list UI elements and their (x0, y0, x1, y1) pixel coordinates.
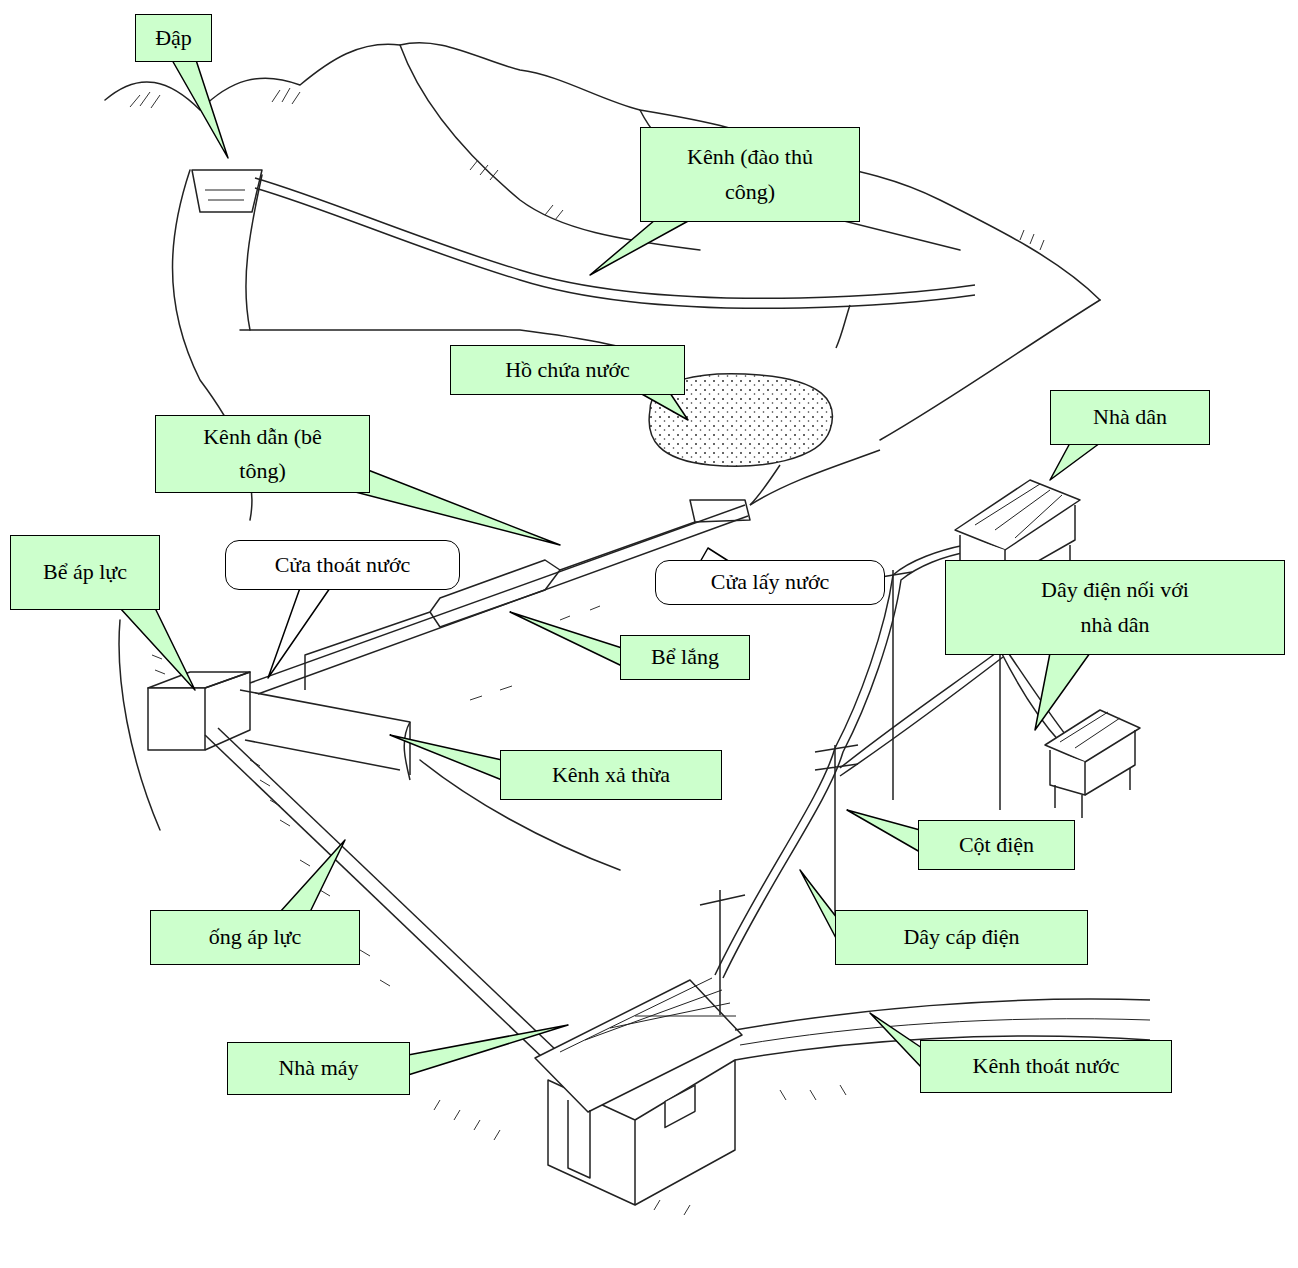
callout-label: Dây cáp điện (903, 920, 1019, 954)
terrain-part (105, 43, 1100, 300)
callout-label: Cột điện (959, 828, 1034, 862)
callout-pointers-part (590, 220, 690, 275)
callout-label: ống áp lực (209, 920, 302, 954)
callout-box: Đập (135, 14, 212, 62)
callout-box: Nhà dân (1050, 390, 1210, 445)
powerhouse-part (735, 999, 1150, 1030)
callout-box: Kênh dẫn (bê tông) (155, 415, 370, 493)
callout-pointers-part (268, 588, 330, 678)
callout-pointers-part (1035, 653, 1090, 730)
callout-pointers-part (340, 470, 560, 545)
village-houses-part (1085, 730, 1135, 795)
dam-and-canal-part (255, 188, 975, 308)
hatching-part (130, 88, 300, 108)
headworks-part (205, 735, 545, 1060)
callout-label: Dây điện nối với nhà dân (1030, 573, 1200, 641)
dam-and-canal-part (750, 465, 780, 505)
village-houses-part (975, 484, 1062, 538)
callout-box: Nhà máy (227, 1042, 410, 1095)
powerhouse-part (535, 980, 742, 1112)
callout-box: Dây cáp điện (835, 910, 1088, 965)
hatching-part (470, 160, 563, 220)
callout-label: Bể lắng (651, 640, 719, 674)
headworks-part (148, 688, 205, 750)
callout-label: Cửa lấy nước (711, 565, 830, 599)
terrain-part (640, 110, 960, 250)
callout-pointers-part (870, 1013, 922, 1068)
dam-and-canal-part (836, 305, 850, 348)
headworks-part (148, 672, 250, 688)
callout-box: Bể lắng (620, 635, 750, 680)
callout-label: Hồ chứa nước (505, 353, 630, 387)
callout-label: Kênh (đào thủ công) (670, 140, 830, 208)
callout-box: ống áp lực (150, 910, 360, 965)
power-line-part (840, 650, 1000, 768)
power-line-part (840, 657, 1003, 776)
callout-box: Kênh xả thừa (500, 750, 722, 800)
callout-box: Cửa thoát nước (225, 540, 460, 590)
callout-box: Dây điện nối với nhà dân (945, 560, 1285, 655)
terrain (105, 43, 1100, 870)
callout-label: Cửa thoát nước (275, 548, 411, 582)
village-houses-part (1060, 712, 1120, 748)
callout-pointers-part (390, 735, 502, 780)
callout-box: Cột điện (918, 820, 1075, 870)
power-line-part (875, 570, 912, 800)
callout-label: Nhà máy (278, 1051, 358, 1085)
hatching (130, 88, 1046, 1215)
powerhouse-part (560, 978, 736, 1052)
headworks-part (205, 672, 250, 750)
callout-label: Kênh thoát nước (973, 1049, 1120, 1083)
headworks-part (245, 740, 400, 770)
callout-label: Kênh xả thừa (552, 758, 670, 792)
callout-pointers-part (800, 870, 837, 940)
callout-pointers-part (408, 1025, 568, 1075)
callout-pointers-part (280, 840, 345, 912)
callout-pointers-part (1050, 443, 1100, 480)
power-line-part (700, 890, 745, 1015)
callout-box: Kênh thoát nước (920, 1040, 1172, 1093)
powerhouse-part (568, 1100, 590, 1178)
dam-and-canal-part (192, 170, 262, 212)
callout-box: Kênh (đào thủ công) (640, 127, 860, 222)
callout-box: Bể áp lực (10, 535, 160, 610)
callout-pointers-part (172, 60, 228, 158)
dam-and-canal-part (205, 190, 245, 200)
callout-label: Nhà dân (1093, 400, 1167, 434)
village-houses-part (1055, 768, 1130, 818)
callout-label: Đập (155, 21, 192, 55)
power-line-part (982, 640, 1020, 810)
callout-pointers-part (640, 393, 688, 420)
callout-box: Hồ chứa nước (450, 345, 685, 395)
headworks-part (404, 722, 410, 780)
callout-pointers-part (120, 608, 195, 690)
callout-box: Cửa lấy nước (655, 560, 885, 605)
callout-pointers-part (847, 810, 920, 852)
dam-and-canal-part (255, 178, 975, 298)
headworks-part (240, 690, 410, 775)
village-houses-part (955, 480, 1080, 550)
callout-label: Bể áp lực (43, 555, 127, 589)
callout-pointers-part (510, 612, 622, 666)
dam-and-canal-part (750, 450, 880, 505)
callout-label: Kênh dẫn (bê tông) (198, 420, 328, 488)
powerhouse-part (665, 1085, 695, 1127)
